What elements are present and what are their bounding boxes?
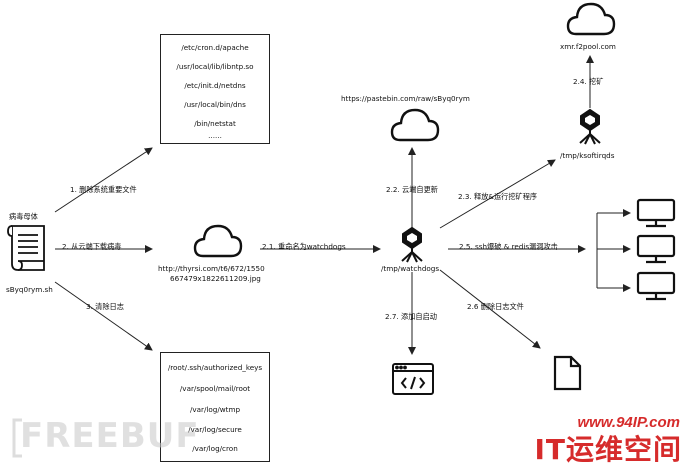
deleted-file-item: /bin/netstat xyxy=(194,119,236,128)
site-url-watermark: www.94IP.com xyxy=(577,414,680,431)
virus-ksoftirqds-icon xyxy=(579,108,601,145)
edge-label-clear-logs: 3. 清除日志 xyxy=(86,302,124,311)
edge-label-delete-logs: 2.6 删除日志文件 xyxy=(467,302,524,311)
pool-label: xmr.f2pool.com xyxy=(560,42,616,51)
edge-label-mining: 2.4. 挖矿 xyxy=(573,77,604,86)
cleared-logs-box: /root/.ssh/authorized_keys /var/spool/ma… xyxy=(160,352,270,462)
edge-label-rename: 2.1. 重命名为watchdogs xyxy=(262,242,346,251)
download-url-line2: 667479x1822611209.jpg xyxy=(170,274,261,283)
pastebin-url: https://pastebin.com/raw/sByq0rym xyxy=(341,94,470,103)
deleted-file-item: /usr/local/bin/dns xyxy=(184,100,246,109)
source-filename: sByq0rym.sh xyxy=(6,285,53,294)
download-url-line1: http://thyrsi.com/t6/672/1550 xyxy=(158,264,265,273)
cloud-download-icon xyxy=(193,224,243,258)
code-window-icon xyxy=(392,363,434,395)
edge-label-release-miner: 2.3. 释放&运行挖矿程序 xyxy=(458,192,538,201)
server-icon xyxy=(636,271,676,301)
edge-label-self-update: 2.2. 云端自更新 xyxy=(386,185,438,194)
edge-label-ssh-redis: 2.5. ssh爆破 & redis漏洞攻击 xyxy=(459,242,558,251)
deleted-file-item: /usr/local/lib/libntp.so xyxy=(176,62,254,71)
source-title: 病毒母体 xyxy=(9,212,38,221)
cloud-pastebin-icon xyxy=(390,108,440,142)
script-file-icon xyxy=(7,225,45,271)
cleared-log-item: /var/spool/mail/root xyxy=(179,384,251,393)
arrow-delete-logs xyxy=(439,269,541,349)
arrows xyxy=(54,55,631,355)
deleted-file-item: ...... xyxy=(208,131,222,140)
cleared-log-item: /var/log/wtmp xyxy=(189,405,241,414)
cloud-pool-icon xyxy=(566,2,616,36)
brand-watermark: IT运维空间 xyxy=(534,433,682,466)
server-icon xyxy=(636,234,676,264)
edge-label-download: 2. 从云端下载病毒 xyxy=(62,242,122,251)
arrow-release-miner xyxy=(439,159,556,229)
server-icon xyxy=(636,198,676,228)
deleted-files-box: /etc/cron.d/apache /usr/local/lib/libntp… xyxy=(160,34,270,144)
deleted-file-item: /etc/cron.d/apache xyxy=(181,43,249,52)
freebuf-logo-mark xyxy=(12,418,22,458)
virus-watchdogs-icon xyxy=(401,226,423,263)
cleared-log-item: /var/log/cron xyxy=(192,444,238,453)
ksoftirqds-label: /tmp/ksoftirqds xyxy=(560,151,615,160)
cleared-log-item: /root/.ssh/authorized_keys xyxy=(167,363,263,372)
arrow-clear-logs xyxy=(54,281,153,351)
edge-label-autostart: 2.7. 添加自启动 xyxy=(385,312,437,321)
document-icon xyxy=(553,355,582,391)
deleted-file-item: /etc/init.d/netdns xyxy=(184,81,246,90)
cleared-log-item: /var/log/secure xyxy=(188,425,242,434)
watchdogs-label: /tmp/watchdogs xyxy=(381,264,440,273)
arrow-delete-files xyxy=(54,147,153,213)
edge-label-delete-files: 1. 删除系统重要文件 xyxy=(70,185,137,194)
freebuf-watermark: FREEBUF xyxy=(20,416,200,456)
